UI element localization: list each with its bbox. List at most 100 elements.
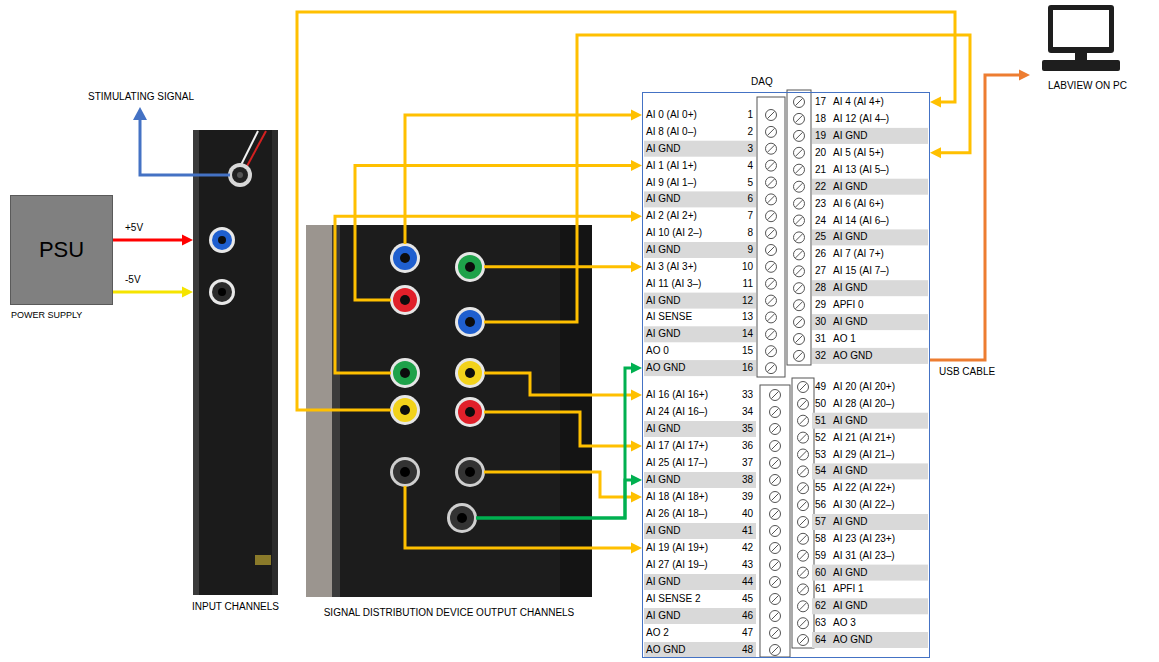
row-shading — [812, 128, 928, 144]
terminal-screw — [766, 126, 777, 137]
pin-name: AI 14 (AI 6–) — [833, 215, 889, 227]
monitor-stand — [1075, 53, 1087, 60]
pin-number: 21 — [815, 164, 826, 176]
jack — [390, 285, 420, 315]
jack — [390, 243, 420, 273]
node-title: SIGNAL DISTRIBUTION DEVICE OUTPUT CHANNE… — [324, 607, 575, 619]
pin-number: 53 — [815, 449, 826, 461]
screw-slot — [768, 230, 775, 237]
terminal-screw — [770, 441, 781, 452]
terminal-screw — [798, 533, 809, 544]
screw-slot — [800, 637, 807, 644]
row-shading — [644, 574, 756, 590]
screw-slot — [800, 586, 807, 593]
pin-name: AI 12 (AI 4–) — [833, 113, 889, 125]
screw-slot — [772, 562, 779, 569]
terminal-screw — [766, 261, 777, 272]
screw-slot — [768, 331, 775, 338]
screw-slot — [796, 285, 803, 292]
pin-name: AO GND — [646, 362, 685, 374]
pin-number: 3 — [733, 143, 753, 155]
wire — [930, 75, 1022, 360]
wire — [476, 480, 634, 518]
terminal-screw — [794, 300, 805, 311]
pin-number: 1 — [733, 109, 753, 121]
terminal-screw — [798, 466, 809, 477]
pin-number: 10 — [733, 261, 753, 273]
panel-detail — [255, 555, 271, 565]
node-title: LABVIEW ON PC — [1048, 80, 1127, 92]
pin-name: AI 6 (AI 6+) — [833, 198, 884, 210]
terminal-details — [644, 97, 928, 659]
screw-slot — [768, 348, 775, 355]
terminal-screw — [798, 398, 809, 409]
wire-label: -5V — [124, 274, 142, 286]
row-shading — [812, 314, 928, 330]
terminal-screw — [798, 618, 809, 629]
pin-name: AI GND — [833, 316, 867, 328]
arrow-head — [631, 543, 642, 554]
jack — [232, 167, 248, 183]
input-channels-panel: INPUT CHANNELS — [193, 130, 278, 595]
row-shading — [812, 229, 928, 245]
pin-number: 59 — [815, 550, 826, 562]
pin-name: AI 3 (AI 3+) — [646, 261, 697, 273]
arrow-head — [631, 441, 642, 452]
monitor — [1048, 5, 1114, 53]
pin-number: 61 — [815, 583, 826, 595]
pin-number: 39 — [733, 491, 753, 503]
node-title: DAQ — [751, 76, 773, 88]
pin-number: 23 — [815, 198, 826, 210]
terminal-screw — [766, 110, 777, 121]
terminal-screw — [794, 283, 805, 294]
panel-body — [193, 130, 278, 595]
screw-slot — [768, 145, 775, 152]
screw-slot — [768, 314, 775, 321]
pin-number: 4 — [733, 160, 753, 172]
pin-name: AI 9 (AI 1–) — [646, 177, 697, 189]
jack — [212, 282, 232, 302]
pin-name: AI GND — [833, 567, 867, 579]
screw-slot — [768, 196, 775, 203]
arrow-head — [930, 97, 941, 108]
wire — [476, 368, 634, 518]
screw-slot — [796, 217, 803, 224]
screw-slot — [768, 179, 775, 186]
pin-name: AO 3 — [833, 617, 856, 629]
row-shading — [644, 242, 756, 258]
screw-slot — [800, 603, 807, 610]
jack — [228, 163, 252, 187]
screw-slot — [800, 552, 807, 559]
pin-number: 51 — [815, 415, 826, 427]
pin-name: AI 1 (AI 1+) — [646, 160, 697, 172]
terminal-screw — [770, 458, 781, 469]
row-shading — [812, 514, 928, 530]
row-shading — [644, 360, 756, 376]
pin-number: 11 — [733, 278, 753, 290]
pin-number: 43 — [733, 559, 753, 571]
screw-slot — [796, 99, 803, 106]
terminal-screw — [798, 601, 809, 612]
wire — [297, 12, 955, 410]
pin-number: 20 — [815, 147, 826, 159]
screw-slot — [796, 183, 803, 190]
screw-slot — [800, 384, 807, 391]
pin-name: AI GND — [646, 244, 680, 256]
pin-number: 35 — [733, 423, 753, 435]
pin-name: AO GND — [833, 350, 872, 362]
pin-number: 54 — [815, 465, 826, 477]
jack — [212, 230, 232, 250]
terminal-screw — [766, 211, 777, 222]
screw-slot — [768, 263, 775, 270]
screw-slot — [796, 166, 803, 173]
pin-name: AI GND — [833, 516, 867, 528]
terminal-screw — [798, 382, 809, 393]
pin-name: AI SENSE — [646, 311, 692, 323]
pin-name: AI 28 (AI 20–) — [833, 398, 895, 410]
pin-name: AI GND — [646, 143, 680, 155]
pin-name: AI SENSE 2 — [646, 593, 700, 605]
pin-name: AI GND — [833, 415, 867, 427]
keyboard — [1042, 60, 1120, 71]
pin-name: AI GND — [833, 130, 867, 142]
